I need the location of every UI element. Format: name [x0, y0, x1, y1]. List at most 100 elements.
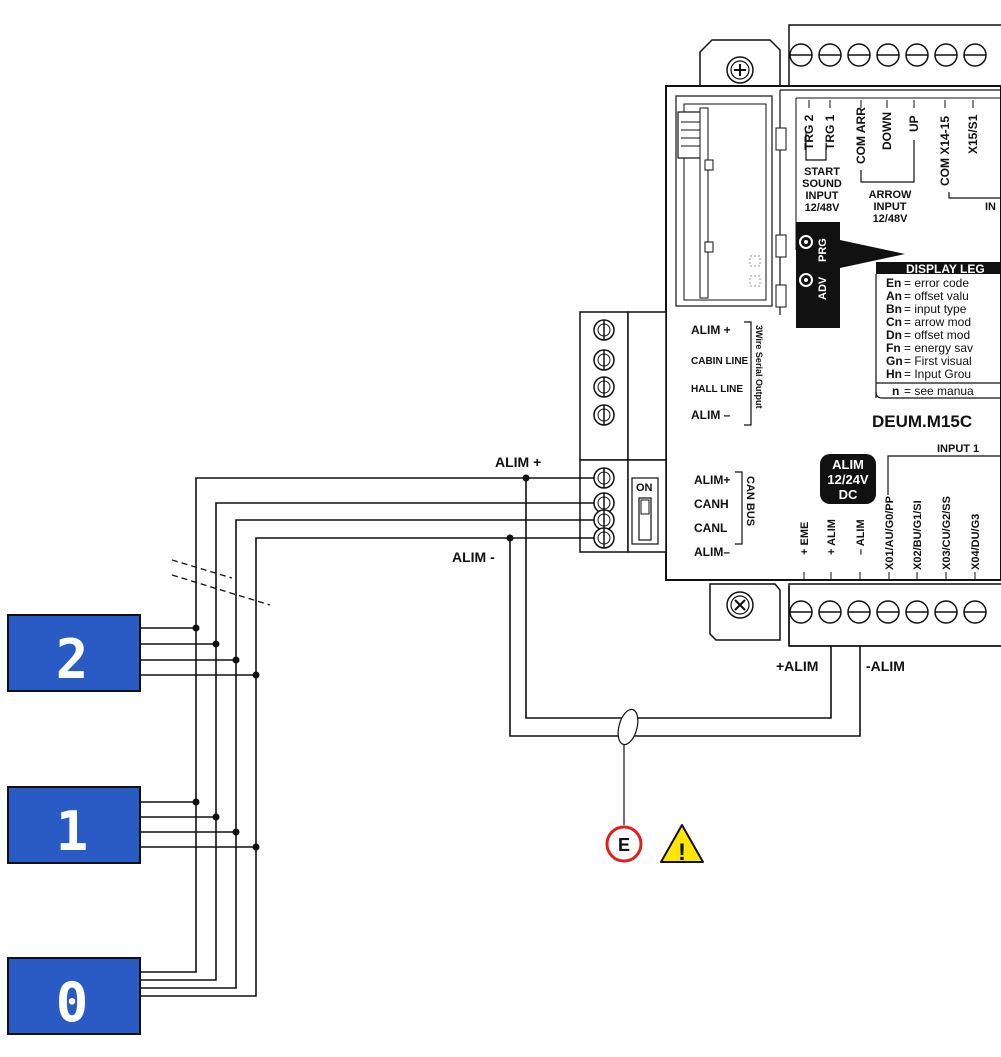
can-block-title: CAN BUS: [744, 476, 756, 526]
input-group-label: INPUT 1: [937, 443, 979, 455]
mount-screw-icon: [726, 591, 754, 619]
mount-screw-icon: [726, 56, 754, 84]
prg-adv-panel: PRG ADV DISPLAY LEG: [796, 222, 1001, 328]
top-screw-row: [789, 43, 987, 67]
terminal-eme: + EME: [799, 522, 811, 555]
svg-text:DC: DC: [839, 487, 858, 502]
alim-minus-label: ALIM -: [452, 549, 495, 565]
svg-text:Bn: Bn: [886, 302, 902, 316]
svg-text:Cn: Cn: [886, 315, 902, 329]
prg-button[interactable]: PRG: [799, 235, 829, 262]
svg-text:INPUT: INPUT: [874, 201, 907, 213]
legend-note-key: n: [892, 384, 899, 398]
can-terminal-label: CANH: [694, 497, 729, 511]
svg-text:= offset mod: = offset mod: [904, 328, 970, 342]
legend-row: Fn= energy sav: [886, 341, 973, 355]
svg-text:= energy sav: = energy sav: [904, 341, 973, 355]
minus-alim-label: -ALIM: [866, 658, 905, 674]
screw-terminal-icon: [593, 319, 615, 341]
svg-text:E: E: [618, 835, 630, 855]
screw-terminal-icon: [593, 349, 615, 371]
svg-text:ARROW: ARROW: [869, 189, 912, 201]
screw-terminal-icon: [593, 376, 615, 398]
start-sound-label: START SOUND INPUT 12/48V: [802, 166, 842, 214]
terminal-x15-s1: X15/S1: [966, 114, 980, 154]
screw-terminal-icon: [593, 527, 615, 549]
legend-row: An= offset valu: [886, 289, 969, 303]
power-feed-wires: [506, 474, 861, 825]
terminal-x02: X02/BU/G1/SI: [912, 500, 924, 570]
model-name: DEUM.M15C: [872, 412, 972, 431]
adv-label: ADV: [817, 276, 829, 300]
svg-text:Hn: Hn: [886, 367, 902, 381]
svg-text:= Input Grou: = Input Grou: [904, 367, 971, 381]
svg-text:START: START: [804, 166, 840, 178]
legend-row: Gn= First visual: [886, 354, 972, 368]
can-terminal-label: CANL: [694, 521, 727, 535]
terminal-down: DOWN: [880, 112, 894, 150]
serial-terminal-label: HALL LINE: [691, 384, 743, 395]
screw-terminal-icon: [593, 509, 615, 531]
terminal-plus-alim: + ALIM: [826, 519, 838, 555]
svg-text:= First visual: = First visual: [904, 354, 972, 368]
floor-display-number: 1: [56, 800, 89, 863]
can-bus-wires: [140, 477, 594, 997]
legend-row: Dn= offset mod: [886, 328, 970, 342]
screw-terminal-icon: [593, 467, 615, 489]
earth-ground-icon: E: [605, 825, 643, 863]
svg-text:Fn: Fn: [886, 341, 901, 355]
power-badge: ALIM 12/24V DC: [820, 454, 876, 504]
svg-text:Gn: Gn: [886, 354, 903, 368]
terminal-x01: X01/AU/G0/PP: [884, 496, 896, 570]
legend-row: Bn= input type: [886, 302, 967, 316]
terminal-x03: X03/CU/G2/SS: [941, 496, 953, 570]
serial-terminal-label: CABIN LINE: [691, 356, 749, 367]
svg-text:= error code: = error code: [904, 276, 969, 290]
serial-terminal-label: ALIM +: [691, 323, 731, 337]
bottom-terminal-labels: + EME + ALIM – ALIM X01/AU/G0/PP X02/BU/…: [799, 496, 982, 580]
terminal-trg2: TRG 2: [802, 114, 816, 150]
terminal-trg1: TRG 1: [823, 114, 837, 150]
display-legend-title: DISPLAY LEG: [906, 262, 985, 276]
floor-display: 1: [7, 786, 141, 864]
terminal-com-arr: COM ARR: [854, 107, 868, 164]
svg-text:En: En: [886, 276, 901, 290]
legend-row: Hn= Input Grou: [886, 367, 971, 381]
top-terminal-labels: TRG 2 TRG 1 COM ARR DOWN UP COM X14-15 X…: [802, 100, 1001, 225]
floor-display: 2: [7, 614, 141, 692]
floor-display: 0: [7, 957, 141, 1035]
svg-text:!: !: [678, 839, 686, 866]
svg-text:= offset valu: = offset valu: [904, 289, 969, 303]
arrow-input-label: ARROW INPUT 12/48V: [869, 189, 912, 225]
svg-text:Dn: Dn: [886, 328, 902, 342]
switch-on-label: ON: [636, 482, 653, 494]
prg-label: PRG: [817, 238, 829, 262]
input-partial-label: IN: [985, 201, 996, 213]
svg-text:12/24V: 12/24V: [827, 472, 869, 487]
svg-text:An: An: [886, 289, 902, 303]
bottom-screw-row: [789, 600, 987, 624]
alim-plus-label: ALIM +: [495, 454, 541, 470]
screw-terminal-icon: [593, 404, 615, 426]
legend-note-text: = see manua: [904, 384, 974, 398]
legend-row: Cn= arrow mod: [886, 315, 971, 329]
terminal-up: UP: [907, 115, 921, 132]
serial-block-title: 3Wire Serial Output: [754, 325, 764, 408]
svg-text:= arrow mod: = arrow mod: [904, 315, 971, 329]
svg-text:ALIM: ALIM: [832, 457, 864, 472]
termination-switch[interactable]: ON: [631, 477, 659, 545]
svg-text:12/48V: 12/48V: [805, 202, 841, 214]
can-terminal-block: ON ALIM+ CANH CANL ALIM– CAN BUS: [579, 459, 756, 559]
legend-row: En= error code: [886, 276, 969, 290]
plus-alim-label: +ALIM: [776, 658, 818, 674]
floor-display-number: 2: [56, 628, 89, 691]
svg-text:12/48V: 12/48V: [873, 213, 909, 225]
display-legend: En= error code An= offset valu Bn= input…: [875, 274, 1001, 399]
terminal-minus-alim: – ALIM: [855, 519, 867, 555]
svg-text:INPUT: INPUT: [806, 190, 839, 202]
adv-button[interactable]: ADV: [799, 273, 829, 300]
floor-display-number: 0: [56, 971, 89, 1034]
can-terminal-label: ALIM–: [694, 545, 730, 559]
svg-text:= input type: = input type: [904, 302, 967, 316]
